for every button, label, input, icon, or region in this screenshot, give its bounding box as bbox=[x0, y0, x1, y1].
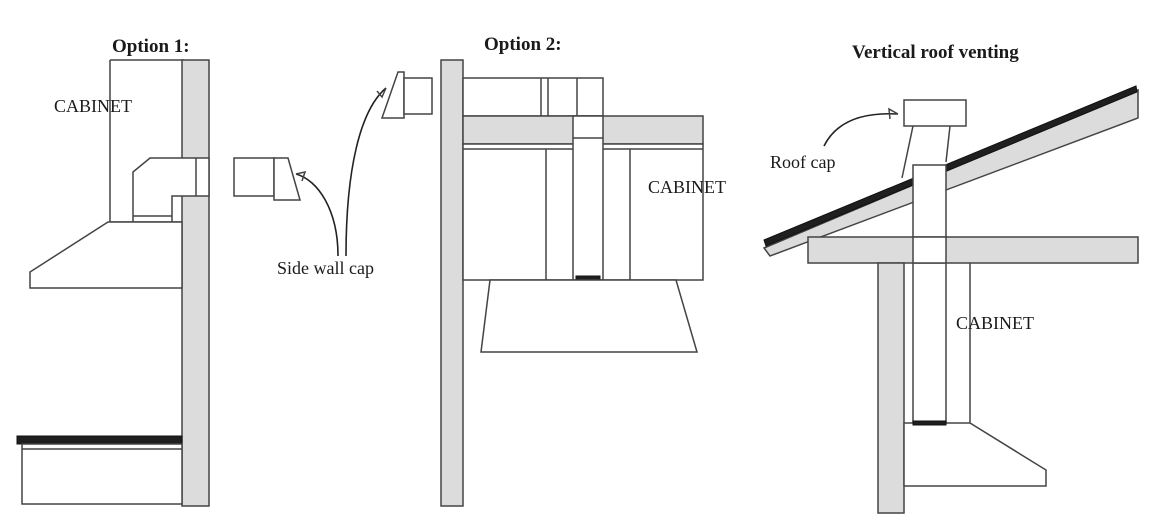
option-1-wall bbox=[181, 59, 210, 507]
roof-cap-stack-left bbox=[901, 125, 914, 179]
side-wall-cap-arrow-2 bbox=[345, 87, 387, 257]
option-2-panel: Option 2: CABINET bbox=[380, 34, 726, 507]
side-wall-cap-arrow-2-head bbox=[376, 87, 387, 99]
option-1-panel: Option 1: CABINET bbox=[16, 36, 210, 507]
option-2-vertical-duct bbox=[572, 115, 604, 281]
option-3-ceiling-joist bbox=[807, 236, 1139, 264]
side-wall-cap-arrow-1 bbox=[295, 173, 339, 257]
option-1-cabinet-label: CABINET bbox=[54, 96, 132, 116]
option-3-cabinet-label: CABINET bbox=[956, 313, 1034, 333]
option-2-wall-cap-hood bbox=[380, 71, 405, 119]
option-3-panel: Vertical roof venting CABINET Roof cap bbox=[762, 42, 1139, 514]
option-1-range-body bbox=[21, 443, 183, 505]
option-2-wall-cap-collar bbox=[403, 77, 433, 115]
side-wall-cap-arrow-1-head bbox=[295, 170, 307, 182]
option-3-duct-through-joist bbox=[912, 236, 947, 264]
option-1-title: Option 1: bbox=[112, 36, 190, 57]
option-1-duct-elbow bbox=[132, 157, 210, 223]
option-3-title: Vertical roof venting bbox=[852, 42, 1019, 63]
roof-cap-stack-right bbox=[945, 125, 951, 163]
roof-cap-arrow-head bbox=[888, 107, 899, 120]
side-wall-cap-collar bbox=[233, 157, 275, 197]
option-2-title: Option 2: bbox=[484, 34, 562, 55]
roof-cap-label: Roof cap bbox=[770, 152, 835, 172]
option-2-horizontal-duct bbox=[462, 77, 604, 117]
side-wall-cap-label: Side wall cap bbox=[277, 258, 374, 278]
option-3-wall bbox=[877, 262, 905, 514]
option-3-range-hood bbox=[903, 422, 1047, 487]
option-1-range-hood bbox=[29, 221, 183, 289]
option-2-cabinet-label: CABINET bbox=[648, 177, 726, 197]
option-3-vertical-duct bbox=[912, 164, 947, 424]
roof-shingles bbox=[763, 85, 1138, 247]
option-1-cooktop bbox=[16, 435, 183, 445]
roof-cap bbox=[903, 99, 967, 127]
roof-cap-arrow bbox=[823, 112, 899, 147]
option-2-wall bbox=[440, 59, 464, 507]
option-3-duct-collar bbox=[912, 420, 947, 426]
option-2-range-hood bbox=[480, 279, 698, 353]
side-wall-cap-hood bbox=[273, 157, 301, 201]
side-wall-cap bbox=[233, 157, 301, 201]
